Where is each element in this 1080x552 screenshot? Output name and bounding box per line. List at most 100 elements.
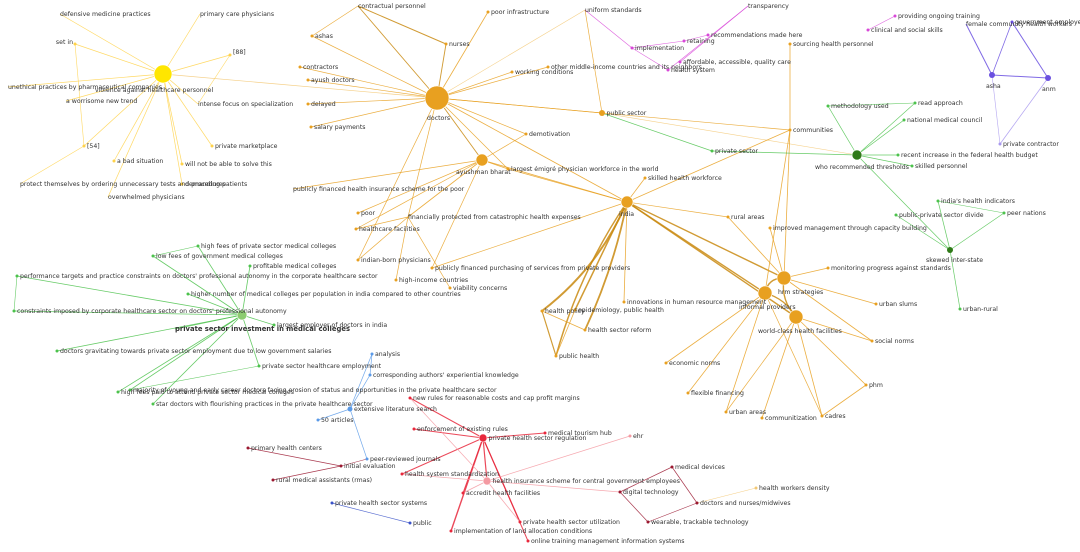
node-privcontractor[interactable] [998, 142, 1002, 146]
node-badsituation[interactable] [112, 159, 116, 163]
node-initialeval[interactable] [339, 464, 343, 468]
node-public[interactable] [408, 521, 412, 525]
node-ruralareas[interactable] [726, 215, 730, 219]
node-n54[interactable] [82, 144, 86, 148]
node-peernations[interactable] [1002, 211, 1006, 215]
node-socialnorms[interactable] [870, 339, 874, 343]
node-othermiddle[interactable] [546, 65, 550, 69]
node-healthpolicy[interactable] [540, 309, 544, 313]
node-pubpurchasing[interactable] [430, 266, 434, 270]
node-onlinetraining[interactable] [526, 539, 530, 543]
node-sourcing[interactable] [788, 42, 792, 46]
node-ppdivide[interactable] [894, 213, 898, 217]
node-healthsystem[interactable] [666, 68, 670, 72]
node-monitoring[interactable] [826, 266, 830, 270]
node-nmc[interactable] [902, 118, 906, 122]
node-highernumber[interactable] [186, 292, 190, 296]
node-readapproach[interactable] [913, 101, 917, 105]
node-privhsystems[interactable] [330, 501, 334, 505]
node-govemployee[interactable] [1010, 20, 1014, 24]
node-yellowhub[interactable] [153, 64, 173, 84]
node-extlitsearch[interactable] [347, 406, 353, 412]
node-cadres[interactable] [820, 414, 824, 418]
node-ayushman[interactable] [475, 153, 489, 167]
node-skilledpersonnel[interactable] [910, 164, 914, 168]
node-setin[interactable] [73, 42, 77, 46]
node-salary[interactable] [309, 125, 313, 129]
node-willnot[interactable] [180, 162, 184, 166]
node-anm[interactable] [1045, 75, 1051, 81]
node-n88[interactable] [228, 53, 232, 57]
node-recentincrease[interactable] [896, 153, 900, 157]
node-epidemiology[interactable] [573, 308, 577, 312]
node-urbanrural[interactable] [958, 307, 962, 311]
node-enforcement[interactable] [412, 427, 416, 431]
node-poor[interactable] [356, 211, 360, 215]
node-indianborn[interactable] [356, 258, 360, 262]
node-privemployment[interactable] [257, 364, 261, 368]
node-retaining[interactable] [682, 39, 686, 43]
node-hwdensity[interactable] [754, 486, 758, 490]
node-urbanslums[interactable] [874, 302, 878, 306]
node-digitaltech[interactable] [618, 490, 622, 494]
node-hrmstrategies[interactable] [776, 270, 792, 286]
node-hcfacilities[interactable] [354, 227, 358, 231]
node-doctorsnurses[interactable] [695, 501, 699, 505]
node-urbanareas[interactable] [724, 410, 728, 414]
node-highfeespriv[interactable] [196, 244, 200, 248]
node-publichealth[interactable] [554, 354, 558, 358]
node-rmas[interactable] [271, 478, 275, 482]
node-privatesector[interactable] [710, 149, 714, 153]
node-landalloc[interactable] [449, 529, 453, 533]
node-communities[interactable] [788, 128, 792, 132]
node-nurses[interactable] [444, 42, 448, 46]
node-profitable[interactable] [248, 264, 252, 268]
node-accredit[interactable] [461, 491, 465, 495]
node-perftargets[interactable] [15, 274, 19, 278]
node-innovations[interactable] [622, 300, 626, 304]
node-hischeme[interactable] [482, 476, 492, 486]
node-affordable[interactable] [678, 60, 682, 64]
node-whorecommended[interactable] [851, 149, 863, 161]
node-demotivation[interactable] [524, 132, 528, 136]
node-highincome[interactable] [394, 278, 398, 282]
node-clinicalsocial[interactable] [866, 28, 870, 32]
node-india[interactable] [620, 195, 634, 209]
node-methodology[interactable] [826, 104, 830, 108]
node-ayush[interactable] [306, 78, 310, 82]
node-stardoctors[interactable] [151, 402, 155, 406]
node-largestemigre[interactable] [506, 167, 510, 171]
node-highfeespaid[interactable] [116, 390, 120, 394]
node-marketplace[interactable] [210, 144, 214, 148]
node-wearable[interactable] [646, 520, 650, 524]
node-privutil[interactable] [518, 520, 522, 524]
node-workingcond[interactable] [510, 70, 514, 74]
node-largestemployer[interactable] [272, 323, 276, 327]
node-privregulation[interactable] [478, 433, 488, 443]
node-phm[interactable] [864, 383, 868, 387]
node-delayed[interactable] [306, 102, 310, 106]
node-asha[interactable] [989, 72, 995, 78]
node-doctors[interactable] [424, 85, 450, 111]
node-meddevices[interactable] [670, 465, 674, 469]
node-poorinfra[interactable] [486, 10, 490, 14]
node-worldclass[interactable] [788, 309, 804, 325]
node-skilledworkforce[interactable] [643, 176, 647, 180]
node-gravitating[interactable] [55, 349, 59, 353]
node-viability[interactable] [448, 286, 452, 290]
node-recsmade[interactable] [706, 33, 710, 37]
node-newrules[interactable] [408, 396, 412, 400]
node-corrauthors[interactable] [368, 373, 372, 377]
node-demanding[interactable] [180, 182, 184, 186]
node-skewed[interactable] [947, 247, 953, 253]
node-analysis[interactable] [370, 352, 374, 356]
node-implementation[interactable] [630, 46, 634, 50]
node-contractors[interactable] [298, 65, 302, 69]
node-improvedmgmt[interactable] [768, 226, 772, 230]
node-informalproviders[interactable] [757, 285, 773, 301]
node-hsstandard[interactable] [400, 472, 404, 476]
node-constraints[interactable] [12, 309, 16, 313]
node-n50articles[interactable] [316, 418, 320, 422]
node-publicsector[interactable] [599, 110, 605, 116]
